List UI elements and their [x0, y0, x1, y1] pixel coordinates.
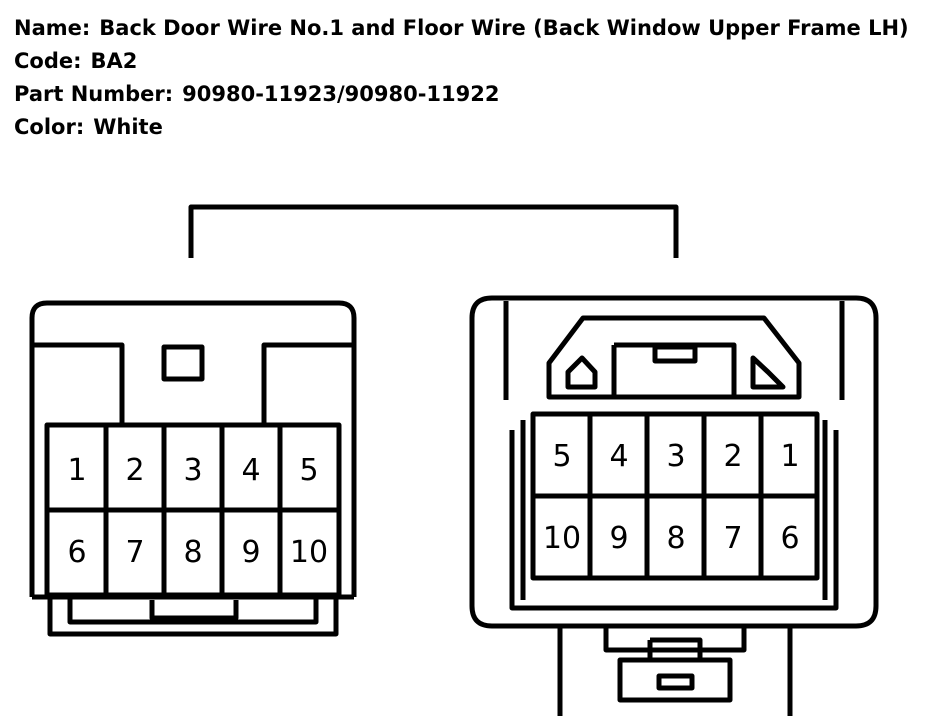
left-pin-label: 10: [290, 535, 328, 570]
left-connector-body: [29, 300, 357, 597]
left-pin-label: 7: [125, 535, 144, 570]
left-bottom-frame: [32, 594, 354, 637]
code-row: Code: BA2: [14, 45, 909, 78]
right-right-ear: [750, 355, 786, 390]
right-pin-label: 4: [609, 439, 628, 474]
right-lock-window: [652, 344, 698, 364]
part-number-label: Part Number:: [14, 82, 174, 106]
right-pin-label: 1: [780, 439, 799, 474]
color-label: Color:: [14, 115, 85, 139]
left-terminal-grid: [48, 426, 338, 594]
color-row: Color: White: [14, 111, 909, 144]
code-value: BA2: [90, 49, 138, 73]
connector-info: Name: Back Door Wire No.1 and Floor Wire …: [14, 12, 909, 144]
left-pin-label: 1: [67, 453, 86, 488]
left-pin-label: 6: [67, 535, 86, 570]
left-connector: [29, 300, 357, 637]
left-pin-label: 8: [183, 535, 202, 570]
right-terminal-grid: [534, 415, 816, 577]
right-terminal-frame: [530, 411, 820, 581]
right-left-ear: [565, 355, 598, 390]
left-lock-tab: [119, 345, 267, 428]
right-connector: [469, 295, 879, 716]
left-pin-label: 9: [241, 535, 260, 570]
code-label: Code:: [14, 49, 82, 73]
color-value: White: [93, 115, 163, 139]
right-pin-labels: 5 4 3 2 1 10 9 8 7 6: [543, 439, 800, 556]
part-number-value: 90980-11923/90980-11922: [182, 82, 500, 106]
name-value: Back Door Wire No.1 and Floor Wire (Back…: [99, 16, 909, 40]
right-bottom-key: [656, 673, 695, 691]
left-pin-labels: 1 2 3 4 5 6 7 8 9 10: [67, 453, 328, 570]
left-pin-label: 4: [241, 453, 260, 488]
right-pin-label: 10: [543, 521, 581, 556]
right-pin-label: 5: [552, 439, 571, 474]
mating-bracket: [188, 204, 679, 258]
part-number-row: Part Number: 90980-11923/90980-11922: [14, 78, 909, 111]
right-pin-label: 7: [723, 521, 742, 556]
right-bottom-lug: [557, 626, 793, 716]
right-pin-label: 2: [723, 439, 742, 474]
name-label: Name:: [14, 16, 91, 40]
left-inner-wall: [32, 342, 354, 425]
right-pin-label: 3: [666, 439, 685, 474]
left-bottom-key: [149, 600, 239, 621]
right-pin-label: 8: [666, 521, 685, 556]
right-connector-body: [469, 295, 879, 629]
right-pin-label: 9: [609, 521, 628, 556]
left-lock-window: [161, 344, 205, 382]
left-pin-label: 3: [183, 453, 202, 488]
right-pin-label: 6: [780, 521, 799, 556]
name-row: Name: Back Door Wire No.1 and Floor Wire …: [14, 12, 909, 45]
left-pin-label: 2: [125, 453, 144, 488]
right-inner-walls: [509, 420, 839, 611]
right-inner-frame: [503, 301, 845, 400]
left-pin-label: 5: [299, 453, 318, 488]
